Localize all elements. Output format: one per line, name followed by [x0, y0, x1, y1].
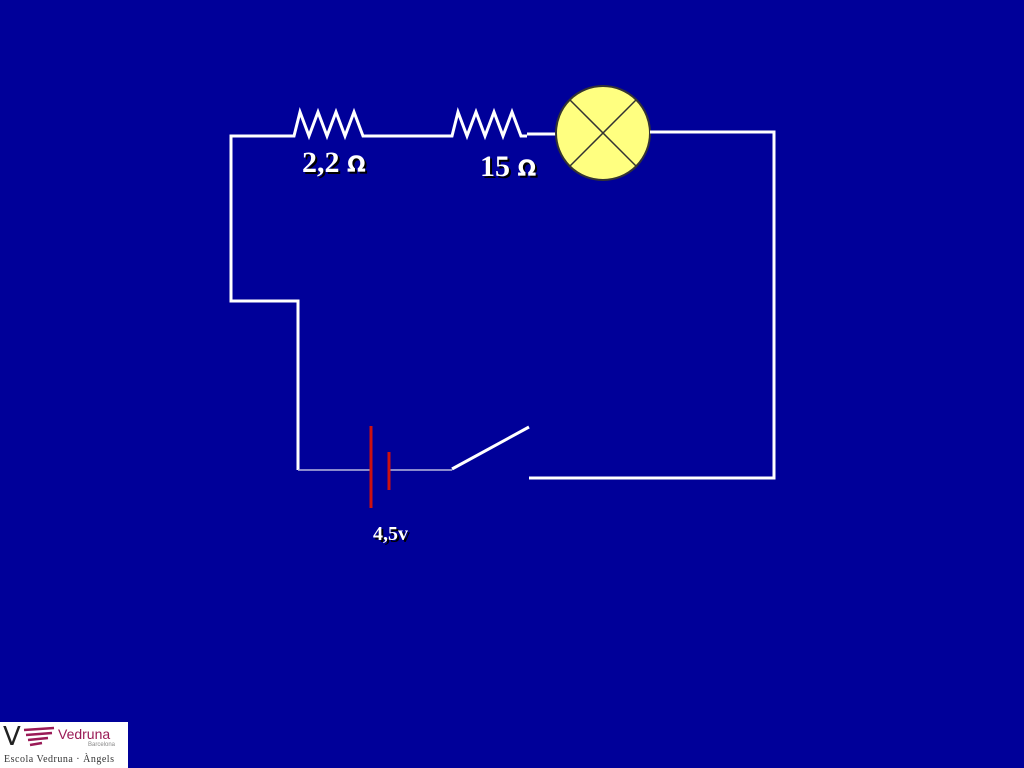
logo-school: Escola Vedruna · Àngels [4, 754, 115, 765]
wire-left [229, 134, 300, 470]
resistor-2-value: 15 [480, 150, 510, 183]
resistor-2-unit: Ω [517, 157, 537, 182]
battery [369, 426, 391, 508]
logo-name: Vedruna [58, 726, 111, 742]
resistor-2 [446, 106, 527, 141]
resistor-1-label: 2,2 Ω [302, 146, 366, 180]
resistor-1-value: 2,2 [302, 146, 340, 179]
logo-stripes-icon [23, 726, 55, 747]
school-logo: V Vedruna Barcelona Escola Vedruna · Àng… [0, 722, 128, 768]
lamp [555, 85, 651, 181]
logo-mark: V [3, 722, 21, 752]
switch [451, 425, 530, 471]
wire-right [529, 130, 776, 480]
resistor-1 [282, 106, 373, 141]
resistor-1-unit: Ω [347, 153, 366, 178]
resistor-2-label: 15 Ω [480, 150, 536, 184]
logo-city: Barcelona [88, 742, 116, 748]
battery-voltage-label: 4,5v [373, 523, 408, 545]
